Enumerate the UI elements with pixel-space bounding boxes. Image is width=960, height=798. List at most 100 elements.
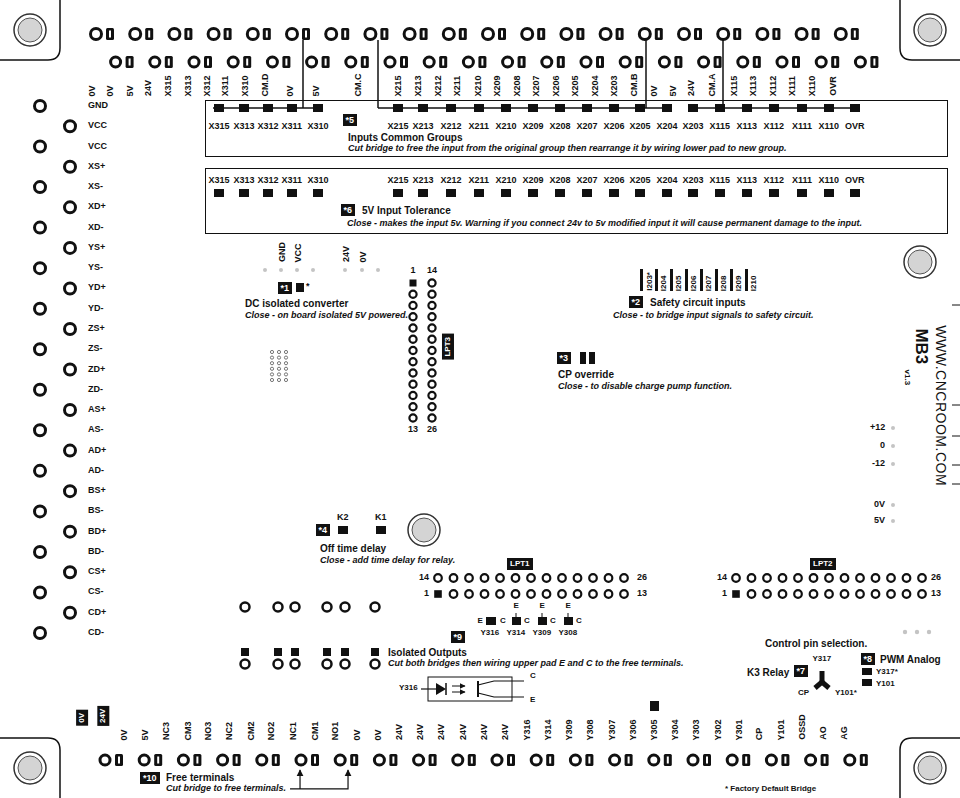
terminal-pad <box>91 29 102 40</box>
terminal-pad <box>187 31 189 38</box>
terminal-pad <box>257 755 267 765</box>
terminal-pad <box>35 182 46 193</box>
terminal-pad <box>478 56 486 68</box>
pin-label: YS- <box>88 263 103 273</box>
edge-mark <box>952 436 960 437</box>
mounting-hole <box>14 752 46 784</box>
jumper-pad <box>501 104 511 112</box>
terminal-pad <box>521 59 523 66</box>
via-dot <box>270 373 273 376</box>
model-name: MB3 <box>912 328 931 364</box>
terminal-pad <box>420 28 428 40</box>
pin-label: Y305 <box>649 719 659 740</box>
terminal-pad <box>763 590 771 598</box>
jumper-pad <box>824 189 834 197</box>
terminal-pad <box>498 28 506 40</box>
terminal-pad <box>109 31 111 38</box>
terminal-pad <box>512 590 520 598</box>
terminal-pad <box>834 59 836 66</box>
small-label: E <box>566 602 571 611</box>
callout-number: *5 <box>343 114 358 127</box>
callout-number: *7 <box>797 666 806 677</box>
pin-label: 0V <box>353 729 363 740</box>
terminal-pad <box>193 754 201 766</box>
via-dot <box>270 356 273 359</box>
small-label: Y308 <box>559 629 578 638</box>
pin-label: X113 <box>737 122 758 132</box>
pin-label: Y301 <box>734 719 744 740</box>
pin-label: AS+ <box>88 405 106 415</box>
pin-label: AO <box>819 726 829 740</box>
terminal-pad <box>496 574 504 582</box>
small-label: C <box>524 617 530 626</box>
pin-label: X206 <box>551 75 561 96</box>
pin-label: X206 <box>604 122 625 132</box>
terminal-pad <box>335 755 345 765</box>
terminal-pad <box>845 755 855 765</box>
terminal-pad <box>620 57 630 67</box>
callout-number: *2 <box>632 297 641 308</box>
terminal-pad <box>616 28 624 40</box>
pin-label: X311 <box>282 122 303 132</box>
via-dot <box>270 350 273 353</box>
pin-label: X313 <box>234 176 255 186</box>
jumper-pad <box>501 189 511 197</box>
terminal-pad <box>326 29 337 40</box>
terminal-pad <box>772 28 780 40</box>
connector-name: LPT1 <box>510 559 530 569</box>
terminal-tag: 24V <box>97 706 109 726</box>
terminal-pad <box>549 757 551 764</box>
via-dot <box>284 373 287 376</box>
pin-label: X205 <box>570 75 580 96</box>
terminal-pad <box>558 590 566 598</box>
terminal-pad <box>274 660 283 669</box>
terminal-pad <box>365 29 376 40</box>
connector-tag: LPT1 <box>507 558 533 570</box>
jumper-pad <box>769 189 779 197</box>
jumper-pad <box>313 104 323 112</box>
terminal-pad <box>870 56 878 68</box>
pin-label: X215 <box>388 176 409 186</box>
jumper-pad <box>371 648 379 656</box>
pin-label: ZD+ <box>88 365 105 375</box>
terminal-pad <box>507 754 515 766</box>
terminal-pad <box>677 59 679 66</box>
pin-label: BD- <box>88 547 104 557</box>
via-dot <box>270 362 273 365</box>
small-label: Y316 <box>399 684 418 693</box>
callout-number: *1 <box>278 282 293 295</box>
terminal-pad <box>296 755 306 765</box>
terminal-pad <box>816 57 826 67</box>
terminal-pad <box>664 754 672 766</box>
terminal-pad <box>241 603 250 612</box>
terminal-pad <box>531 755 541 765</box>
connector-name: LPT2 <box>813 559 833 569</box>
terminal-pad <box>718 29 729 40</box>
pin-label: YD- <box>88 304 104 314</box>
terminal-pad <box>503 57 513 67</box>
pin-label: Y316 <box>522 719 532 740</box>
terminal-pad <box>65 121 76 132</box>
terminal-pad <box>428 302 435 309</box>
note-text: Cut both bridges then wiring upper pad E… <box>388 659 684 669</box>
pin-label: X211 <box>469 176 490 186</box>
jumper-pad <box>580 352 586 364</box>
terminal-pad <box>638 59 640 66</box>
terminal-pad <box>236 757 238 764</box>
small-label: Y101 <box>876 680 895 689</box>
terminal-pad <box>65 567 76 578</box>
pin-label: 0V <box>105 85 115 96</box>
pin-label: X213 <box>413 75 423 96</box>
pin-label: X207 <box>577 122 598 132</box>
via-dot <box>277 362 280 365</box>
terminal-pad <box>65 405 76 416</box>
small-label: Y317 <box>813 655 832 664</box>
terminal-pad <box>518 56 526 68</box>
edge-mark <box>952 405 960 406</box>
terminal-pad <box>596 56 604 68</box>
jumper-pad <box>582 189 592 197</box>
jumper-pad <box>670 269 673 291</box>
terminal-pad <box>824 757 826 764</box>
test-dot <box>891 519 895 523</box>
pin-label: Y304 <box>671 719 681 740</box>
